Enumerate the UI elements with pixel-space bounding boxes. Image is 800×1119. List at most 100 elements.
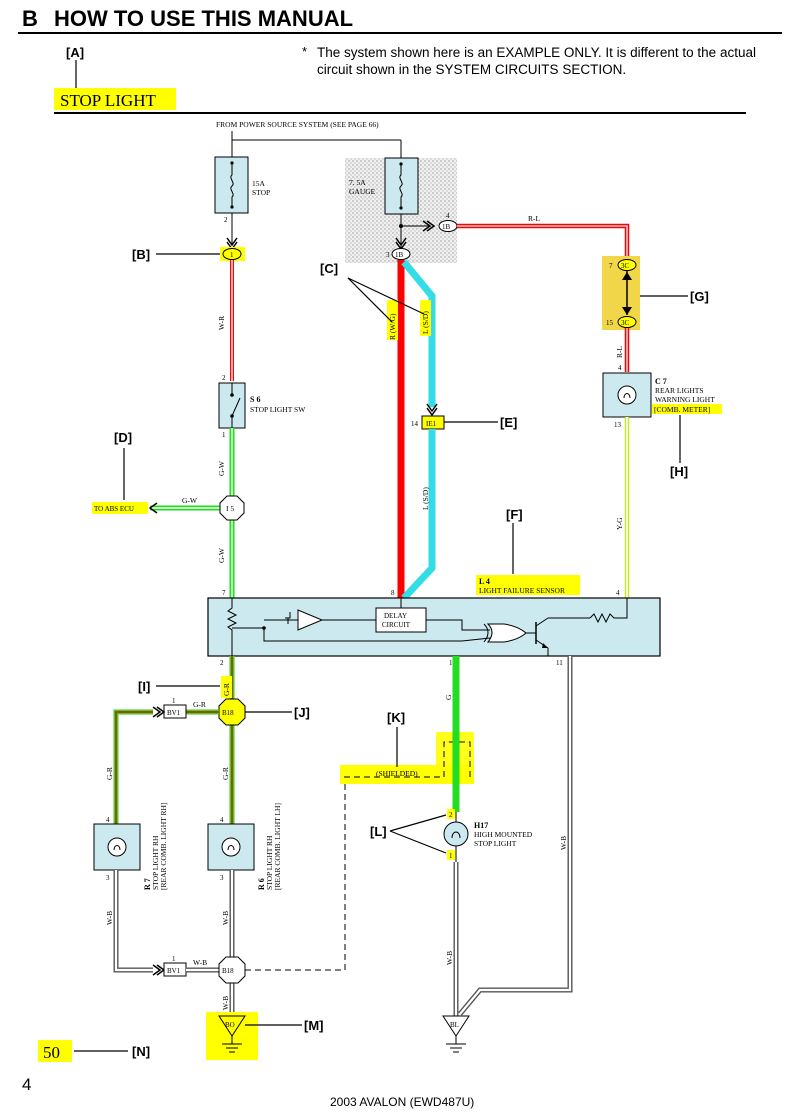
r7-line2: [REAR COMB. LIGHT RH]: [159, 803, 168, 890]
sensor-tap-dot: [262, 626, 266, 630]
wire-g-r-r7-inner: [115, 711, 153, 824]
connector-1b-right-pin: 4: [446, 212, 450, 220]
callout-c-leader-1: [347, 277, 393, 323]
note-line-1: The system shown here is an EXAMPLE ONLY…: [317, 45, 756, 60]
wire-label-r-wg: R (W/G): [388, 313, 397, 340]
wire-label-y-g: Y-G: [615, 517, 624, 530]
arrow-3c-down: [622, 307, 632, 315]
wire-label-g-r-1: G-R: [222, 683, 231, 696]
callout-m: [M]: [304, 1018, 324, 1033]
h17-line1: HIGH MOUNTED: [474, 830, 533, 839]
delay-circuit-line2: CIRCUIT: [382, 621, 411, 629]
h17-line2: STOP LIGHT: [474, 839, 517, 848]
sensor-gate: [486, 623, 527, 643]
wire-label-g-r-3: G-R: [105, 767, 114, 780]
power-source-label: FROM POWER SOURCE SYSTEM (SEE PAGE 66): [216, 120, 379, 129]
abs-ecu-label: TO ABS ECU: [94, 505, 134, 513]
l4-pin-8: 8: [391, 589, 395, 597]
h17-code: H17: [474, 821, 488, 830]
wire-label-w-b-5: W-B: [445, 951, 454, 965]
shielded-label-highlight: [340, 765, 474, 784]
connector-3c-top-label: 3C: [621, 262, 630, 270]
s6-pin-top: 2: [222, 374, 226, 382]
sensor-transistor-collector: [535, 617, 549, 627]
wire-label-w-b-2: W-B: [193, 958, 207, 967]
callout-k: [K]: [387, 710, 405, 725]
lamp-r6-bulb: [221, 837, 241, 857]
wire-label-w-b-4: W-B: [221, 996, 230, 1010]
l4-pin-4: 4: [616, 589, 620, 597]
abs-arrow: [148, 502, 158, 514]
callout-g: [G]: [690, 289, 709, 304]
ground-bl: [442, 1015, 470, 1037]
junction-b18-bottom: [218, 956, 246, 984]
connector-ie1-pin: 14: [411, 420, 419, 428]
wire-label-g-w-1: G-W: [217, 460, 226, 476]
callout-f: [F]: [506, 507, 523, 522]
wire-label-g-r-2: G-R: [193, 700, 206, 709]
lamp-r7-filament: [113, 845, 121, 851]
l4-name: LIGHT FAILURE SENSOR: [479, 586, 565, 595]
fuse-stop-element: [230, 162, 234, 208]
wire-label-w-b-3: W-B: [221, 911, 230, 925]
sensor-delay-out: [426, 619, 490, 631]
connector-bv1-bottom-pin: 1: [172, 955, 176, 963]
l4-pin-7: 7: [222, 589, 226, 597]
connector-1b: [391, 248, 411, 260]
arrow-bv1-top-2: [156, 706, 166, 718]
system-title: STOP LIGHT: [60, 91, 156, 110]
callout-c: [C]: [320, 261, 338, 276]
callout-n: [N]: [132, 1044, 150, 1059]
l4-pin-1: 1: [449, 659, 453, 667]
system-title-highlight: [54, 88, 176, 110]
sensor-hysteresis: [285, 612, 291, 624]
arrow-ie1: [426, 403, 438, 413]
r7-line1: STOP LIGHT RH: [151, 835, 160, 890]
c7-line3: [COMB. METER]: [654, 405, 710, 414]
section-letter: B: [22, 6, 38, 31]
page-ref-highlight: [38, 1040, 72, 1062]
sensor-resistor-right: [589, 598, 628, 624]
sensor-resistor-left: [226, 598, 238, 646]
connector-bv1-top-label: BV1: [167, 709, 181, 717]
wire-label-l-sd-2: L (S/D): [421, 487, 430, 510]
callout-b: [B]: [132, 247, 150, 262]
note-mark: *: [302, 44, 307, 59]
fuse-stop-rating: 15A: [252, 179, 266, 188]
c7-pin-bottom: 13: [614, 421, 622, 429]
l4-pin-11: 11: [556, 659, 563, 667]
wire-r-wg-label-highlight: [387, 300, 398, 340]
ground-bl-label: BL: [450, 1021, 459, 1029]
wire-label-l-sd-1: L (S/D): [421, 311, 430, 334]
connector-1b-pin: 3: [386, 251, 390, 259]
r6-line1: STOP LIGHT RH: [265, 835, 274, 890]
callout-a: [A]: [66, 45, 84, 60]
arrow-bv1-top: [152, 706, 162, 718]
wire-w-b-r7-inner: [114, 870, 153, 972]
c7-line2: WARNING LIGHT: [655, 395, 715, 404]
arrow-3c-up: [622, 272, 632, 280]
warning-light-c7-bulb: [617, 385, 637, 405]
wire-r-l-inner: [457, 225, 628, 264]
h17-pin-bottom-highlight: [447, 850, 455, 860]
wire-label-r-l-top: R-L: [528, 214, 541, 223]
fuse-stop-pin: 2: [224, 216, 228, 224]
page-ref: 50: [43, 1043, 60, 1062]
delay-circuit: [375, 607, 427, 633]
connector-3c-top: [617, 259, 637, 271]
switch-s6-code: S 6: [250, 395, 260, 404]
lamp-h17-filament: [451, 831, 461, 839]
lamp-r6-filament: [227, 845, 235, 851]
c7-pin-top: 4: [618, 364, 622, 372]
fuse-gauge-element: [399, 163, 403, 209]
h17-pin-top-highlight: [447, 809, 455, 819]
callout-e: [E]: [500, 415, 517, 430]
r7-code: R 7: [143, 878, 152, 890]
l4-code: L 4: [479, 577, 490, 586]
fuse-gauge-rating: 7. 5A: [349, 178, 366, 187]
h17-pin-top: 2: [449, 811, 453, 819]
arrow-bv1-bottom: [152, 964, 162, 976]
callout-j: [J]: [294, 705, 310, 720]
